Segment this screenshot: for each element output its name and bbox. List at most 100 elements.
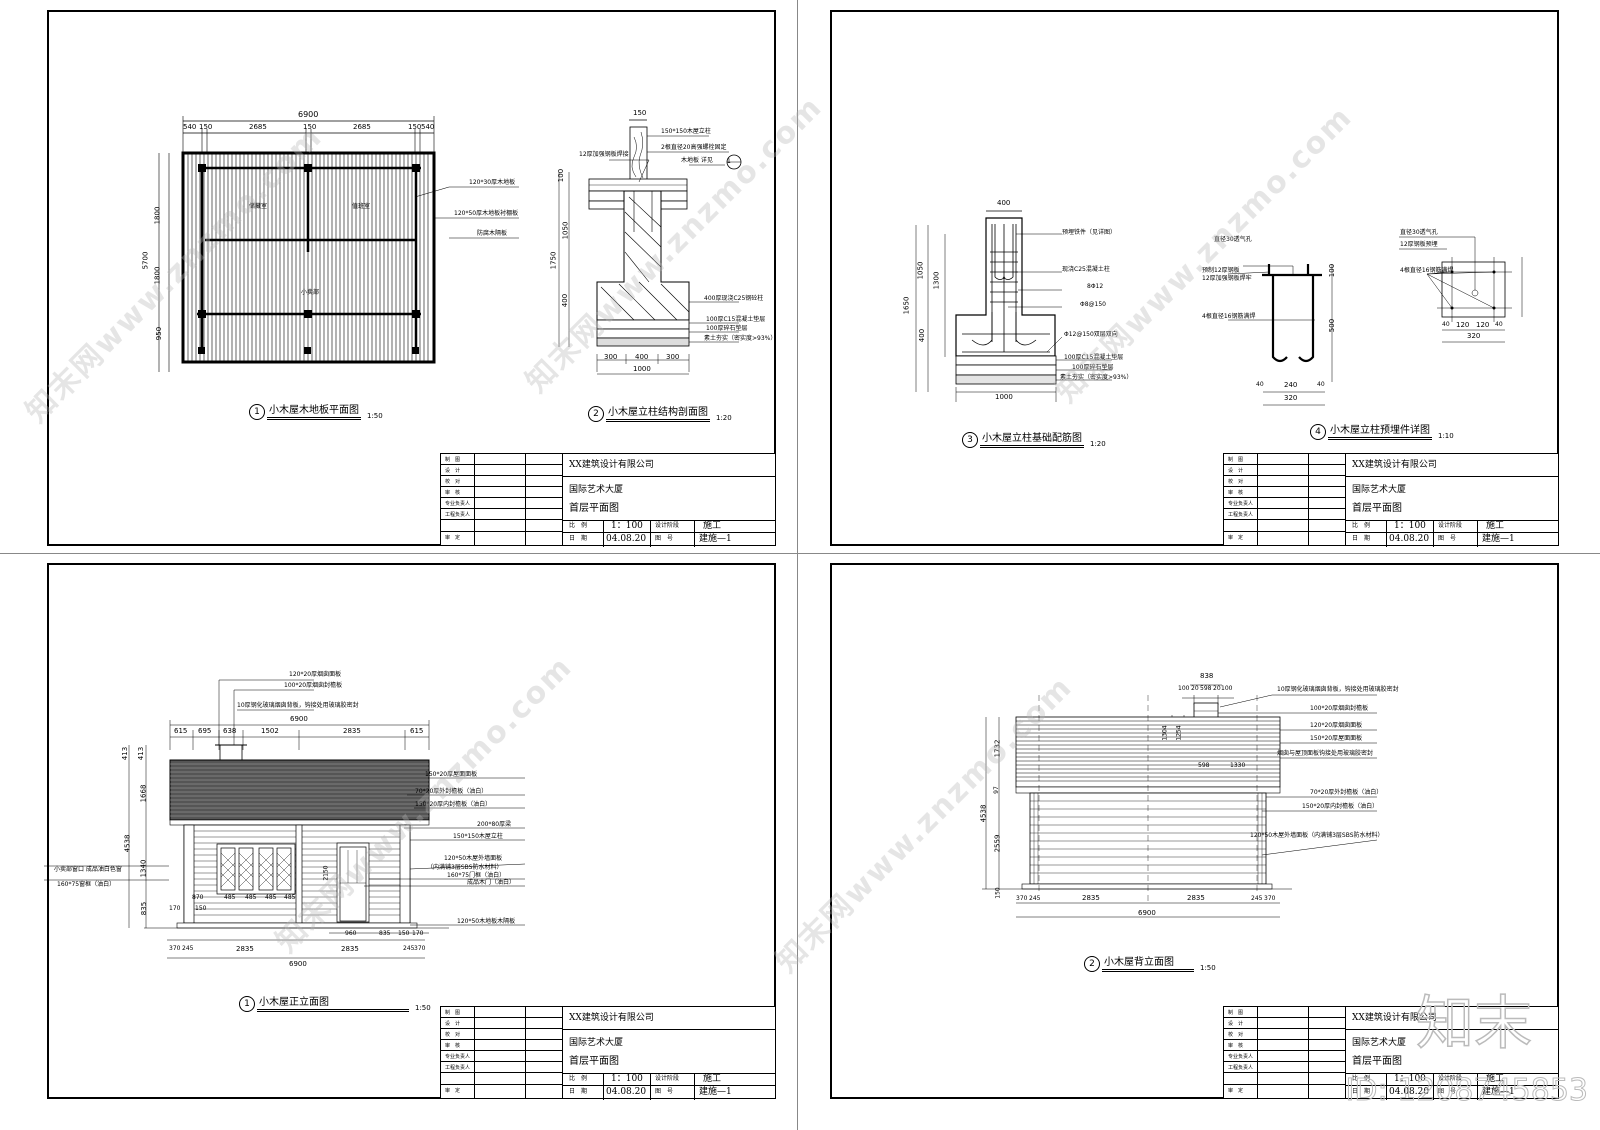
dim-label: 695 xyxy=(198,727,212,735)
title-block: 制 图 设 计 校 对 审 核 专业负责人 工程负责人 审 定 XX建筑设计有限… xyxy=(1223,1006,1559,1100)
dim-label: 2559 xyxy=(993,834,1002,853)
date-label: 日 期 xyxy=(569,535,588,542)
note-label: 4根直径16钢筋满焊 xyxy=(1400,267,1454,274)
project-name: 国际艺术大厦 xyxy=(569,1038,624,1048)
role-label: 工程负责人 xyxy=(445,1065,471,1071)
note-label: 120*20厚烟囱面板 xyxy=(1310,722,1363,729)
note-label: 120*50木屋外墙面板 xyxy=(444,855,503,862)
dim-label: 2685 xyxy=(353,123,371,131)
dim-label: 835 xyxy=(140,901,149,916)
dim-label: 2835 xyxy=(236,945,254,953)
role-label: 审 定 xyxy=(445,1088,461,1094)
dim-label: 1800 xyxy=(153,266,162,285)
project-name: 国际艺术大厦 xyxy=(1352,1038,1407,1048)
dim-label: 40 xyxy=(1256,381,1264,388)
stage-label: 设计阶段 xyxy=(1438,522,1463,529)
project-name: 国际艺术大厦 xyxy=(1352,485,1407,495)
front-elevation-drawing xyxy=(44,679,526,959)
dim-label: 960 xyxy=(345,930,357,937)
caption-title: 小木屋正立面图 xyxy=(257,993,409,1012)
note-label: （内满铺3层SBS防水材料） xyxy=(427,864,503,871)
dim-label: 100 xyxy=(1328,263,1337,278)
dim-label: 150 xyxy=(195,905,207,912)
dim-label: 2150 xyxy=(322,865,330,881)
role-label: 专业负责人 xyxy=(1228,501,1254,507)
drawing-name: 首层平面图 xyxy=(1352,503,1402,514)
drawing-sheet-2: 400 1650 1050 400 1300 1000 预埋铁件（见详图） 现浇… xyxy=(830,10,1559,547)
drawing-caption-2: 2 小木屋立柱结构剖面图 1:20 xyxy=(588,403,732,422)
note-label: Φ8@150 xyxy=(1080,301,1106,308)
dim-label: 2835 xyxy=(1082,894,1100,902)
role-label: 审 定 xyxy=(1228,535,1244,541)
note-label: 12厚加强钢板焊接 xyxy=(579,151,629,158)
caption-number: 1 xyxy=(249,404,265,420)
foundation-rebar-drawing xyxy=(915,210,1523,406)
number-label: 图 号 xyxy=(1438,535,1457,542)
note-label: 200*80厚梁 xyxy=(477,821,512,828)
dim-label: 1304 xyxy=(1161,725,1169,741)
dim-label: 150 xyxy=(398,930,410,937)
note-label: 8Φ12 xyxy=(1087,283,1104,290)
drawing-sheet-1: 6900 540 150 2685 150 2685 150 540 1800 … xyxy=(47,10,776,547)
dim-label: 835 xyxy=(379,930,391,937)
note-label: 100厚碎石垫层 xyxy=(706,325,748,332)
dim-label: 370 xyxy=(169,945,181,952)
dim-label: 1050 xyxy=(916,261,925,280)
stage-value: 施工 xyxy=(1486,521,1505,531)
note-label: 4根直径16钢筋满焊 xyxy=(1202,313,1256,320)
date-value: 04.08.20 xyxy=(1389,1087,1430,1097)
caption-number: 3 xyxy=(962,432,978,448)
number-value: 建施—1 xyxy=(699,1087,732,1097)
drawing-caption-1: 1 小木屋木地板平面图 1:50 xyxy=(249,401,383,420)
dim-label: 100 xyxy=(1221,685,1233,692)
dim-label: 2835 xyxy=(1187,894,1205,902)
company-name: XX建筑设计有限公司 xyxy=(569,460,654,470)
date-label: 日 期 xyxy=(569,1088,588,1095)
caption-title: 小木屋背立面图 xyxy=(1102,953,1194,972)
drawing-caption-3: 3 小木屋立柱基础配筋图 1:20 xyxy=(962,429,1106,448)
role-label: 审 定 xyxy=(445,535,461,541)
role-label: 审 核 xyxy=(1228,490,1244,496)
drawing-caption-4: 4 小木屋立柱预埋件详图 1:10 xyxy=(1310,421,1454,440)
role-label: 专业负责人 xyxy=(445,1054,471,1060)
dim-label: 598 xyxy=(1198,762,1210,769)
dim-label: 370 xyxy=(1016,895,1028,902)
sheet-separator-vertical xyxy=(797,0,798,1130)
dim-label: 150 xyxy=(633,109,647,117)
company-name: XX建筑设计有限公司 xyxy=(569,1013,654,1023)
note-label: 120*50木地板木隔板 xyxy=(457,918,516,925)
note-label: 150*150木屋立柱 xyxy=(453,833,503,840)
dim-label: 1340 xyxy=(139,859,148,878)
stage-value: 施工 xyxy=(703,1074,722,1084)
dim-label: 540 xyxy=(421,123,435,131)
dim-label: 1300 xyxy=(932,271,941,290)
note-label: 70*20厚外封檐板（油白） xyxy=(1310,789,1383,796)
section-ref-number: 1 xyxy=(727,158,731,165)
role-label: 审 核 xyxy=(445,1043,461,1049)
company-name: XX建筑设计有限公司 xyxy=(1352,1013,1437,1023)
dim-label: 150 xyxy=(303,123,317,131)
brand-logo-watermark: 知末 xyxy=(1415,988,1533,1058)
dim-label: 838 xyxy=(1200,672,1214,680)
dim-total-width: 6900 xyxy=(1138,909,1156,917)
role-label: 专业负责人 xyxy=(1228,1054,1254,1060)
dim-label: 1050 xyxy=(561,221,570,240)
dim-label: 615 xyxy=(174,727,188,735)
dim-label: 170 xyxy=(169,905,181,912)
dim-label: 150 xyxy=(199,123,213,131)
dim-label: 40 xyxy=(1317,381,1325,388)
scale-label: 比 例 xyxy=(1352,1075,1371,1082)
company-name: XX建筑设计有限公司 xyxy=(1352,460,1437,470)
dim-label: 1330 xyxy=(1230,762,1246,769)
caption-title: 小木屋立柱基础配筋图 xyxy=(980,429,1084,448)
dim-label: 320 xyxy=(1284,394,1298,402)
note-label: 150*20厚内封檐板（油白） xyxy=(415,801,492,808)
dim-label: 40 xyxy=(1495,321,1503,328)
note-label: 烟囱与屋顶面板钩接处用玻璃胶密封 xyxy=(1277,750,1374,757)
dim-label: 5700 xyxy=(141,251,150,270)
sheet-separator-horizontal xyxy=(0,553,1600,554)
dim-label: 320 xyxy=(1467,332,1481,340)
title-block: 制 图 设 计 校 对 审 核 专业负责人 工程负责人 审 定 XX建筑设计有限… xyxy=(440,1006,776,1100)
dim-label: 1732 xyxy=(993,739,1002,758)
caption-scale: 1:20 xyxy=(716,414,732,422)
